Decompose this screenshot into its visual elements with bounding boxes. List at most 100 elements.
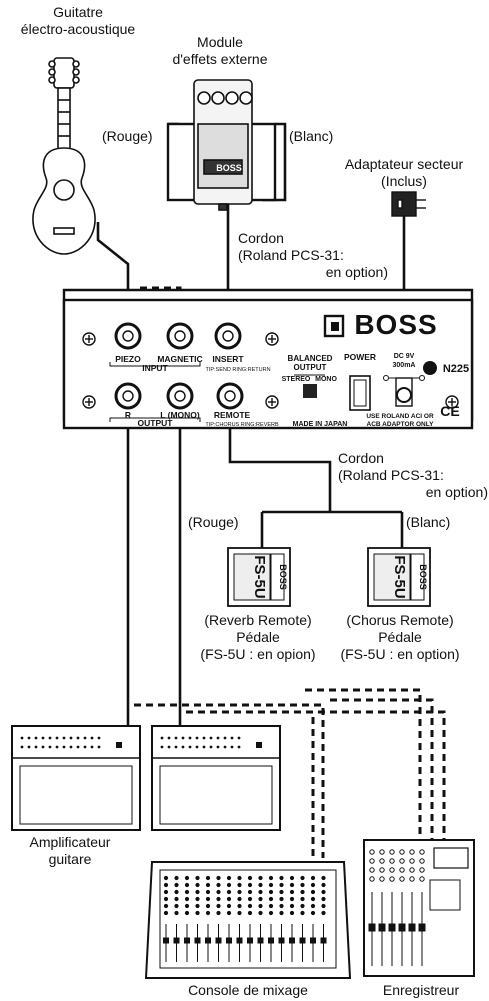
recorder-fader-cap	[378, 923, 386, 932]
console-knob	[300, 875, 305, 881]
module-label-line1: Module	[197, 34, 243, 50]
amp-knob-dot	[34, 736, 38, 740]
console-fader-cap	[226, 937, 232, 944]
reverb-pedal-line1: (Reverb Remote)	[204, 612, 312, 628]
device-text: BOSS N225 PIEZO MAGNETIC INPUT INSERT TI…	[115, 309, 469, 428]
cable-mix-1	[134, 703, 325, 858]
recorder-knob	[379, 876, 385, 882]
console-knob	[321, 875, 326, 881]
console-fader-cap	[299, 937, 306, 944]
amp-label-line2: guitare	[48, 851, 92, 867]
recorder-fader-cap	[388, 923, 396, 932]
cord-remote-line1: Cordon	[338, 450, 384, 466]
recorder-fader-cap	[418, 923, 426, 932]
console-fader-cap	[247, 937, 253, 944]
amp-knob-dot	[223, 745, 227, 749]
amp-knob-dot	[34, 745, 38, 749]
amp-knob-dot	[216, 736, 220, 740]
amp-knob-dot	[20, 745, 24, 749]
console-knob	[205, 889, 211, 895]
amp-knob-dot	[237, 745, 241, 749]
device-model: N225	[443, 363, 469, 375]
console-knob	[237, 903, 242, 909]
console-knob	[321, 882, 326, 888]
console-knob	[226, 903, 232, 909]
cable-rec-1	[330, 698, 434, 840]
console-knob	[321, 896, 326, 902]
recorder-label: Enregistreur	[356, 982, 486, 999]
chorus-pedal-line1: (Chorus Remote)	[346, 612, 454, 628]
amp-knob-dot	[62, 745, 66, 749]
recorder-knob	[409, 867, 415, 873]
amp-knob-dot	[20, 736, 24, 740]
amp-knob-dot	[76, 736, 80, 740]
amp-knob-dot	[160, 736, 164, 740]
console-knob	[289, 889, 295, 895]
svg-text:ACB ADAPTOR ONLY: ACB ADAPTOR ONLY	[367, 421, 435, 428]
recorder-knob	[389, 867, 395, 873]
recorder-fader-cap	[408, 923, 416, 932]
console-knob	[216, 882, 221, 888]
recorder-knob	[409, 849, 415, 855]
svg-text:DC 9V: DC 9V	[394, 353, 415, 360]
module-label: Module d'effets externe	[160, 34, 280, 68]
console-knob	[174, 889, 179, 895]
svg-text:REMOTE: REMOTE	[214, 410, 251, 420]
module-blanc-label: (Blanc)	[289, 128, 334, 144]
pedal-reverb	[227, 547, 291, 607]
console-knob	[195, 889, 200, 895]
console-knob	[205, 875, 211, 881]
amp-knob-dot	[76, 745, 80, 749]
console-knob	[163, 903, 169, 909]
amp-knob-dot	[174, 745, 178, 749]
svg-text:INPUT: INPUT	[142, 363, 168, 373]
console-knob	[237, 896, 242, 902]
console-knob	[310, 875, 316, 881]
console-fader-cap	[194, 937, 201, 944]
chorus-pedal-line2: Pédale	[378, 629, 422, 645]
console-fader-cap	[257, 937, 264, 944]
recorder-knob	[389, 876, 395, 882]
svg-text:300mA: 300mA	[393, 362, 416, 369]
console-knob	[184, 910, 190, 916]
console-knob	[195, 910, 200, 916]
console-knob	[205, 882, 211, 888]
console-knob	[247, 882, 253, 888]
console-knob	[237, 889, 242, 895]
amp-label-line1: Amplificateur	[29, 834, 111, 850]
console-knob	[205, 910, 211, 916]
console-knob	[321, 889, 326, 895]
console-knob	[184, 889, 190, 895]
guitar-label-line2: électro-acoustique	[20, 21, 136, 37]
amp-knob-dot	[69, 736, 73, 740]
console-knob	[300, 889, 305, 895]
multitrack-recorder	[363, 839, 475, 977]
svg-text:PIEZO: PIEZO	[115, 354, 141, 364]
pedal-rouge-label: (Rouge)	[188, 514, 239, 530]
amp-knob-dot	[90, 736, 94, 740]
amplifier-right	[151, 725, 281, 831]
cord-remote-line3: en option)	[425, 484, 488, 500]
console-knob	[237, 875, 242, 881]
console-knob	[258, 889, 263, 895]
console-knob	[226, 875, 232, 881]
recorder-knob	[399, 858, 405, 864]
console-knob	[310, 903, 316, 909]
console-knob	[216, 889, 221, 895]
console-knob	[268, 896, 274, 902]
svg-text:INSERT: INSERT	[212, 354, 244, 364]
recorder-knob	[399, 849, 405, 855]
svg-text:OUTPUT: OUTPUT	[138, 418, 174, 428]
pedal-chorus-model: FS-5U	[391, 555, 408, 598]
console-knob	[205, 896, 211, 902]
console-knob	[268, 882, 274, 888]
console-knob	[289, 875, 295, 881]
recorder-knob	[379, 867, 385, 873]
svg-text:CE: CE	[440, 403, 459, 419]
guitar-illustration	[32, 57, 96, 255]
console-knob	[163, 875, 169, 881]
dashed-cables	[134, 286, 446, 858]
console-knob	[289, 896, 295, 902]
pedal-chorus-brand: BOSS	[418, 564, 428, 590]
console-knob	[289, 903, 295, 909]
